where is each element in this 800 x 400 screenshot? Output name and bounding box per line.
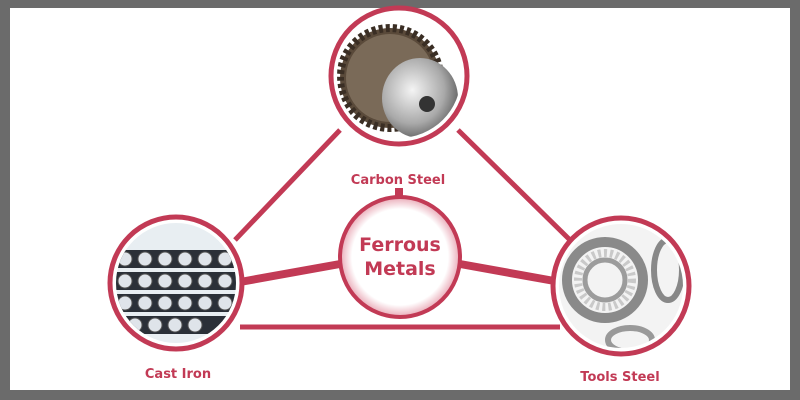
tools-steel-label: Tools Steel	[580, 370, 660, 385]
connector-lines	[233, 128, 572, 330]
gear-icon	[337, 14, 461, 138]
center-label-line1: Ferrous	[359, 234, 441, 256]
line-top-right	[456, 128, 572, 242]
center-label-line2: Metals	[364, 258, 436, 280]
bearings-icon	[559, 224, 683, 348]
line-top-left	[233, 128, 342, 242]
center-circle	[338, 195, 462, 319]
carbon-steel-label: Carbon Steel	[350, 173, 446, 188]
line-center-left	[239, 260, 341, 286]
cast-iron-label: Cast Iron	[144, 367, 212, 382]
center-label: Ferrous Metals	[359, 233, 441, 281]
line-center-right	[459, 260, 561, 286]
